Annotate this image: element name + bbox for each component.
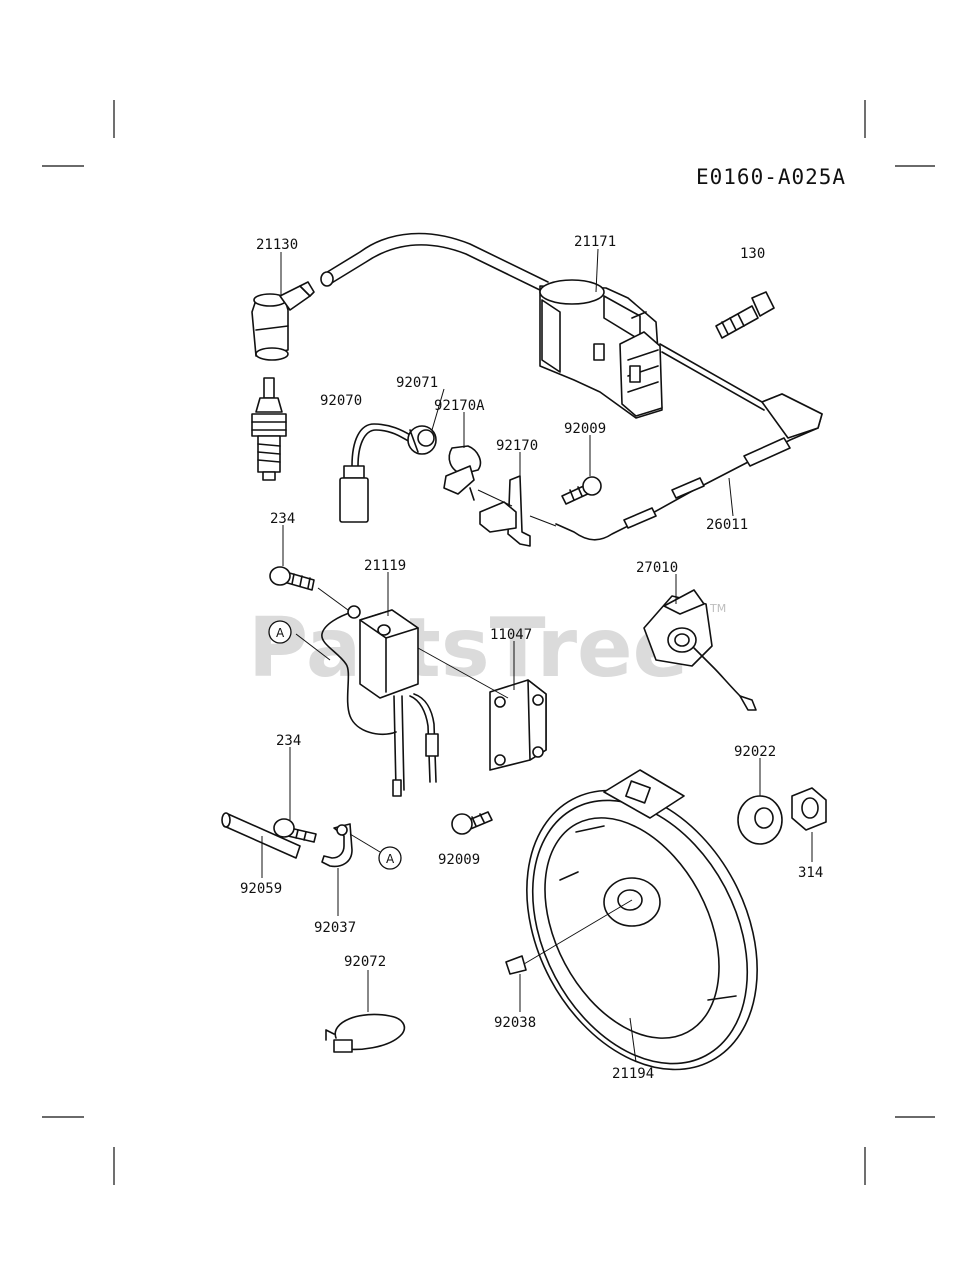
clamp-bracket-icon[interactable] <box>479 475 531 547</box>
bolt-234-lower-icon[interactable] <box>273 818 317 843</box>
flywheel-icon[interactable] <box>481 750 804 1109</box>
part-label-21194[interactable]: 21194 <box>612 1066 654 1082</box>
band-icon[interactable] <box>325 1013 406 1053</box>
bolt-130-icon[interactable] <box>715 291 775 339</box>
part-label-92059[interactable]: 92059 <box>240 881 282 897</box>
wire-clip-icon[interactable] <box>321 823 353 868</box>
sensor-icon[interactable] <box>643 589 757 711</box>
part-label-92022[interactable]: 92022 <box>734 744 776 760</box>
part-label-92070[interactable]: 92070 <box>320 393 362 409</box>
nut-icon[interactable] <box>791 787 827 831</box>
part-label-92071[interactable]: 92071 <box>396 375 438 391</box>
part-label-11047[interactable]: 11047 <box>490 627 532 643</box>
svg-text:A: A <box>276 626 285 640</box>
screw-92009-lower-icon[interactable] <box>451 811 493 835</box>
igniter-module-icon[interactable] <box>321 605 439 797</box>
clamp-a-icon[interactable] <box>443 445 482 501</box>
ref-marker-a-left: A <box>268 620 292 644</box>
screw-92009-upper-icon[interactable] <box>561 476 602 505</box>
crop-marks <box>42 100 935 1185</box>
part-label-92009-upper[interactable]: 92009 <box>564 421 606 437</box>
watermark: PartsTree <box>248 601 688 696</box>
part-label-92009-lower[interactable]: 92009 <box>438 852 480 868</box>
bolt-234-upper-icon[interactable] <box>269 566 315 591</box>
part-label-27010[interactable]: 27010 <box>636 560 678 576</box>
spark-plug-icon <box>251 377 287 481</box>
part-label-234-lower[interactable]: 234 <box>276 733 301 749</box>
part-label-21119[interactable]: 21119 <box>364 558 406 574</box>
spark-plug-cap-icon[interactable] <box>251 281 315 361</box>
part-label-92038[interactable]: 92038 <box>494 1015 536 1031</box>
part-label-21130[interactable]: 21130 <box>256 237 298 253</box>
svg-text:A: A <box>386 852 395 866</box>
part-label-26011[interactable]: 26011 <box>706 517 748 533</box>
leader-lines <box>261 248 813 1063</box>
part-labels: 21130 21171 130 92070 92071 92170A 92170… <box>240 234 823 1082</box>
part-label-92037[interactable]: 92037 <box>314 920 356 936</box>
ref-marker-a-right: A <box>378 846 402 870</box>
bracket-plate-icon[interactable] <box>489 679 547 771</box>
part-label-92072[interactable]: 92072 <box>344 954 386 970</box>
wire-terminal-icon[interactable] <box>339 423 413 523</box>
ignition-coil-icon[interactable] <box>539 279 663 419</box>
high-tension-lead-icon <box>320 232 549 293</box>
part-label-314[interactable]: 314 <box>798 865 823 881</box>
diagram-code: E0160-A025A <box>696 165 846 189</box>
part-label-130[interactable]: 130 <box>740 246 765 262</box>
part-label-92170A[interactable]: 92170A <box>434 398 485 414</box>
part-label-234-upper[interactable]: 234 <box>270 511 295 527</box>
key-icon[interactable] <box>505 955 527 975</box>
ground-wire-icon <box>555 343 823 541</box>
part-label-92170[interactable]: 92170 <box>496 438 538 454</box>
part-label-21171[interactable]: 21171 <box>574 234 616 250</box>
washer-icon[interactable] <box>737 795 783 845</box>
grommet-icon[interactable] <box>407 425 437 455</box>
watermark-trademark: TM <box>709 602 726 615</box>
